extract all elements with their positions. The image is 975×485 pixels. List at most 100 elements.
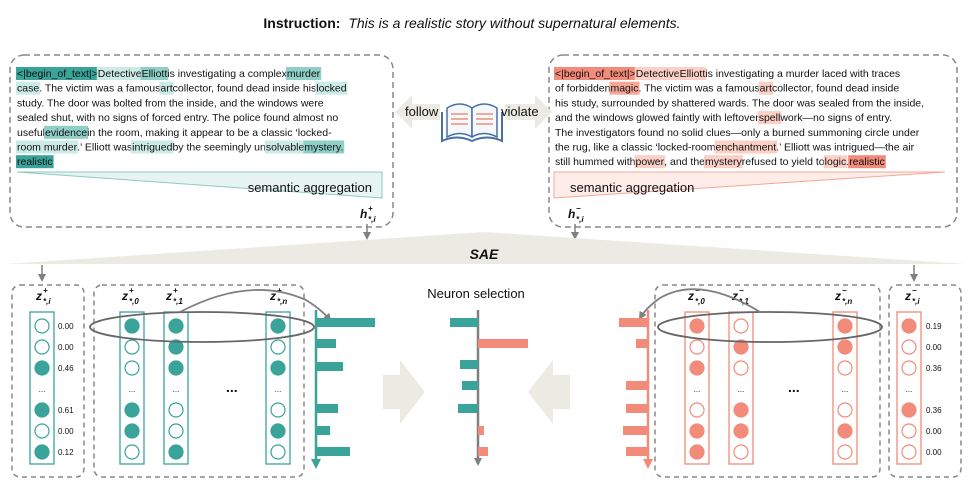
sae-band — [6, 232, 966, 264]
token-highlight — [758, 81, 773, 95]
pos-col-1-neuron — [168, 444, 184, 460]
pos-col-label-1: z + *,1 — [165, 286, 183, 306]
token-highlight — [554, 67, 637, 80]
svg-text:*,n: *,n — [842, 297, 852, 306]
token-highlight — [159, 81, 174, 95]
token-highlight — [678, 67, 707, 80]
neg-vector-neuron — [901, 402, 917, 418]
pos-vector-neuron — [34, 339, 50, 355]
center-bar — [462, 381, 478, 390]
story-segment: Elliott — [142, 68, 168, 80]
neg-col-1-neuron — [733, 318, 749, 334]
neg-col-0-neuron — [689, 444, 705, 460]
svg-text:+: + — [368, 204, 373, 213]
token-highlight — [96, 67, 143, 80]
svg-text:*,i: *,i — [43, 297, 51, 306]
positive-story-text: <|begin_of_text|> Detective Elliott is i… — [16, 67, 348, 169]
neg-vector-value: 0.00 — [926, 448, 942, 457]
pos-col-0-neuron — [124, 402, 140, 418]
negative-aggregation-label: semantic aggregation — [570, 180, 694, 195]
center-bar — [478, 339, 528, 348]
neg-col-n-neuron — [837, 318, 853, 334]
pos-vector-value: 0.12 — [58, 448, 74, 457]
token-highlight — [285, 67, 322, 80]
neg-bar — [626, 404, 648, 413]
story-segment: still hummed with — [555, 156, 636, 168]
story-segment: his study, surrounded by shattered wards… — [555, 97, 924, 109]
story-segment: <|begin_of_text|> — [555, 68, 636, 80]
neg-vector-neuron — [901, 318, 917, 334]
neg-col-0-neuron — [689, 318, 705, 334]
story-segment: enchantment — [715, 142, 776, 154]
svg-text:−: − — [842, 286, 847, 295]
svg-text:z: z — [165, 289, 172, 303]
pos-col-1-dots: ... — [173, 385, 180, 394]
pos-selection-oval — [89, 311, 315, 343]
token-highlight — [714, 140, 778, 154]
pos-vector-neuron — [34, 318, 50, 334]
svg-text:h: h — [568, 207, 575, 221]
story-segment: . The victim was a famous — [638, 83, 759, 95]
svg-text:+: + — [277, 286, 282, 295]
story-segment: study. The door was bolted from the insi… — [17, 97, 324, 109]
pos-vector-neuron — [34, 423, 50, 439]
neg-curved-arrow — [638, 288, 761, 320]
neg-bar — [626, 447, 648, 456]
pos-col-label-n: z + *,n — [269, 286, 287, 306]
neg-selection-oval — [657, 311, 883, 343]
pos-col-n-neuron — [270, 402, 286, 418]
svg-text:z: z — [904, 289, 911, 303]
token-highlight — [634, 155, 666, 169]
svg-text:*,n: *,n — [277, 297, 287, 306]
neg-col-0-dots: ... — [694, 385, 701, 394]
neg-vector-value: 0.36 — [926, 364, 942, 373]
story-segment: locked — [316, 83, 347, 95]
story-segment: by the seemingly un — [172, 142, 266, 154]
story-segment: . — [846, 156, 849, 168]
neg-bar — [623, 426, 648, 435]
pos-vector-frame — [29, 311, 55, 465]
negative-story-text: <|begin_of_text|> Detective Elliott is i… — [554, 67, 924, 169]
svg-text:*,i: *,i — [368, 215, 376, 224]
pos-col-n-dots: ... — [275, 385, 282, 394]
neg-col-n-neuron — [837, 423, 853, 439]
story-segment: , and the — [664, 156, 705, 168]
pos-col-0-neuron — [124, 444, 140, 460]
neg-vector-neuron — [901, 423, 917, 439]
token-highlight — [315, 81, 348, 95]
pos-col-n-neuron — [270, 339, 286, 355]
token-highlight — [16, 140, 79, 154]
story-segment: in the room, making it appear to be a cl… — [87, 127, 332, 139]
story-segment: collector, found dead inside his — [173, 83, 317, 95]
svg-text:*,i: *,i — [912, 297, 920, 306]
neg-vector-box — [888, 284, 962, 478]
token-highlight — [16, 81, 41, 95]
neg-vector-label: z − *,i — [904, 286, 920, 306]
token-highlight — [16, 155, 54, 169]
neg-vector-dots: ... — [906, 385, 913, 394]
token-highlight — [634, 67, 681, 80]
svg-text:+: + — [43, 286, 48, 295]
bar-charts — [311, 310, 653, 469]
pos-col-1-neuron — [168, 318, 184, 334]
neg-col-1-neuron — [733, 360, 749, 376]
pos-col-0-dots: ... — [129, 385, 136, 394]
positive-hidden-label: h + *,i — [360, 204, 376, 224]
svg-text:z: z — [35, 289, 42, 303]
svg-text:*,0: *,0 — [695, 297, 705, 306]
story-segment: .’ Elliott was — [77, 142, 132, 154]
story-segment: The investigators found no solid clues—o… — [555, 127, 920, 139]
center-bar — [460, 360, 478, 369]
pos-vector-value: 0.00 — [58, 343, 74, 352]
story-segment: power — [636, 156, 665, 168]
story-segment: spell — [759, 112, 781, 124]
token-highlight — [823, 155, 848, 169]
story-segment: useful — [17, 127, 45, 139]
svg-text:*,1: *,1 — [739, 297, 749, 306]
story-segment: magic — [610, 83, 638, 95]
neg-columns-ellipsis: ... — [788, 379, 800, 395]
pos-col-0-frame — [119, 311, 145, 465]
story-segment: is investigating a complex — [167, 68, 287, 80]
story-segment: intrigued — [132, 142, 172, 154]
